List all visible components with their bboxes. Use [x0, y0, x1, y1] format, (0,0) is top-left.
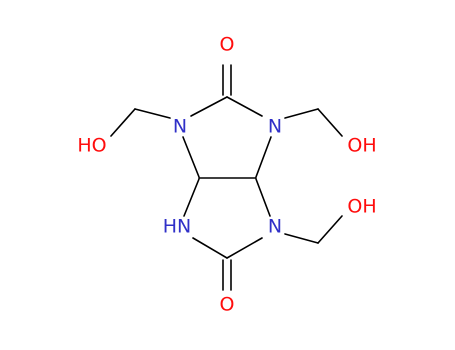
atom-n-bottom-left: HN — [163, 216, 192, 238]
atom-labels: O N N HO OH OH HN N O — [77, 34, 376, 316]
bond-ch2-o-left — [110, 108, 136, 137]
atom-oh-right-top: OH — [347, 135, 376, 157]
bond-lines — [110, 64, 343, 291]
bond-c-n-top-left — [190, 96, 228, 117]
bond-n-ch2-right-top — [284, 108, 319, 119]
bond-n-ch2-right-bottom — [284, 233, 319, 244]
bond-n-ch2-left — [134, 108, 171, 119]
atom-o-bottom: O — [220, 294, 235, 316]
bond-n-c-bottom-right — [226, 237, 263, 259]
bond-ch2-o-right-bottom — [317, 215, 343, 244]
atom-n-top-left: N — [173, 116, 187, 138]
bond-n-c-bottom-left — [192, 237, 228, 259]
bond-n-ch-top-left — [182, 136, 200, 178]
bond-ch-n-bottom-right — [255, 178, 271, 217]
atom-oh-left: HO — [77, 135, 106, 157]
atom-n-bottom-right: N — [268, 216, 282, 238]
bond-c-n-top-right — [226, 96, 263, 117]
bond-n-ch-top-right — [255, 136, 272, 178]
atom-oh-right-bottom: OH — [347, 196, 376, 218]
bond-ch2-o-right-top — [317, 108, 343, 137]
bond-ch-n-bottom-left — [183, 178, 200, 217]
atom-n-top-right: N — [268, 116, 282, 138]
atom-o-top: O — [220, 34, 235, 56]
